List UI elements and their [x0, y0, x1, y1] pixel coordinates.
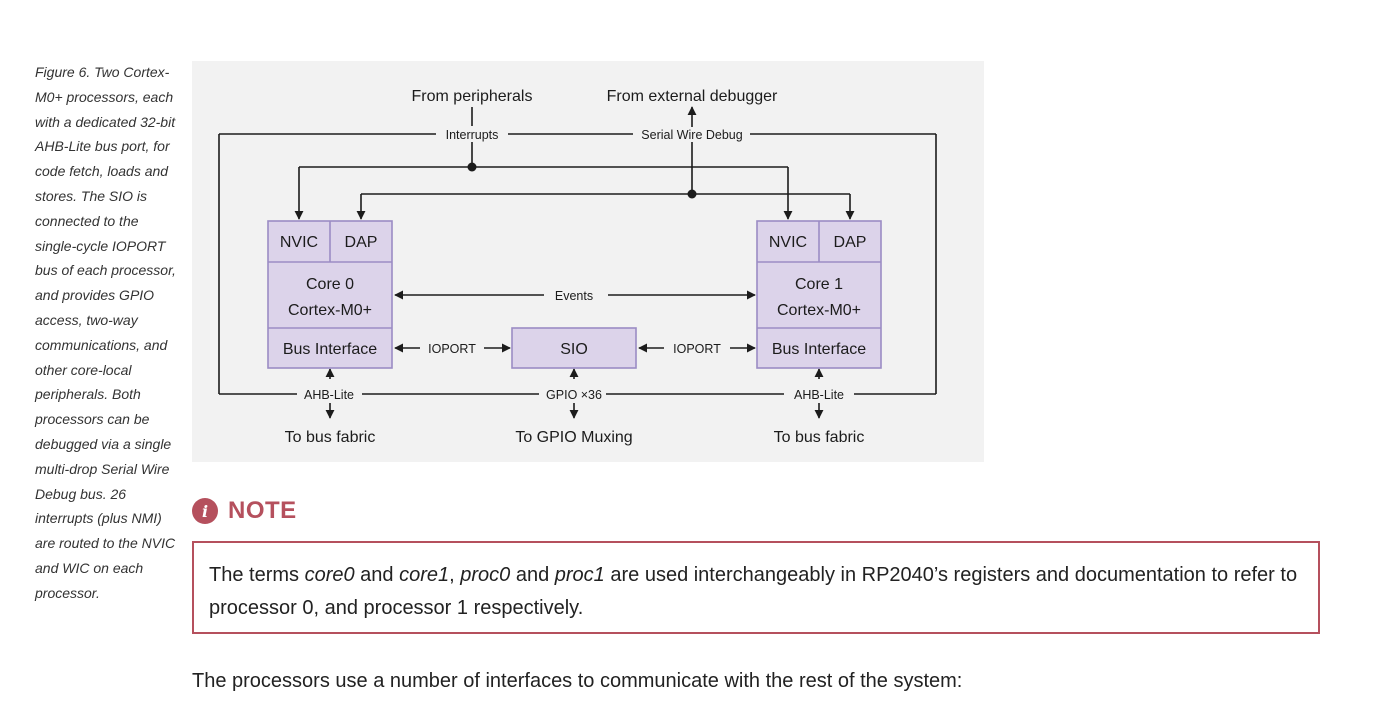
swd-label: Serial Wire Debug	[641, 128, 742, 142]
core0-type: Cortex-M0+	[288, 302, 372, 319]
term-proc0: proc0	[460, 564, 511, 586]
diagram-svg: From peripherals From external debugger …	[218, 88, 937, 446]
core1-nvic-label: NVIC	[769, 234, 807, 251]
note-text: and	[510, 564, 555, 586]
from-debugger-label: From external debugger	[607, 88, 778, 105]
note-heading: i NOTE	[192, 496, 297, 526]
note-title: NOTE	[228, 497, 297, 524]
ioport-right-label: IOPORT	[673, 342, 721, 356]
processor-diagram: From peripherals From external debugger …	[192, 61, 984, 462]
note-text: and	[354, 564, 400, 586]
core0-block	[267, 220, 393, 369]
to-bus-fabric-right: To bus fabric	[774, 429, 865, 446]
term-proc1: proc1	[554, 564, 605, 586]
gpio-label: GPIO ×36	[546, 388, 602, 402]
from-peripherals-label: From peripherals	[412, 88, 533, 105]
interrupts-label: Interrupts	[446, 128, 499, 142]
junction-dot	[687, 189, 697, 199]
sio-label: SIO	[560, 341, 588, 358]
note-text: ,	[449, 564, 461, 586]
core1-block	[756, 220, 882, 369]
bus-lines	[218, 106, 937, 419]
term-core0: core0	[304, 564, 355, 586]
core0-nvic-label: NVIC	[280, 234, 318, 251]
to-bus-fabric-left: To bus fabric	[285, 429, 376, 446]
core0-name: Core 0	[306, 276, 354, 293]
ahb-left-label: AHB-Lite	[304, 388, 354, 402]
ioport-left-label: IOPORT	[428, 342, 476, 356]
info-icon: i	[192, 498, 218, 524]
core1-bus-interface: Bus Interface	[772, 341, 866, 358]
junction-dot	[467, 162, 477, 172]
figure-caption: Figure 6. Two Cortex-M0+ processors, eac…	[35, 64, 176, 601]
body-paragraph: The processors use a number of interface…	[192, 670, 963, 692]
note-box: The terms core0 and core1, proc0 and pro…	[192, 541, 1320, 634]
core1-name: Core 1	[795, 276, 843, 293]
core0-bus-interface: Bus Interface	[283, 341, 377, 358]
term-core1: core1	[399, 564, 450, 586]
events-label: Events	[555, 289, 593, 303]
core1-type: Cortex-M0+	[777, 302, 861, 319]
sio-block	[511, 327, 637, 369]
core0-dap-label: DAP	[345, 234, 378, 251]
note-text: are used interchangeably in RP2040’s reg…	[209, 564, 1298, 619]
ahb-right-label: AHB-Lite	[794, 388, 844, 402]
note-text: The terms	[209, 564, 305, 586]
core1-dap-label: DAP	[834, 234, 867, 251]
to-gpio-muxing: To GPIO Muxing	[515, 429, 632, 446]
